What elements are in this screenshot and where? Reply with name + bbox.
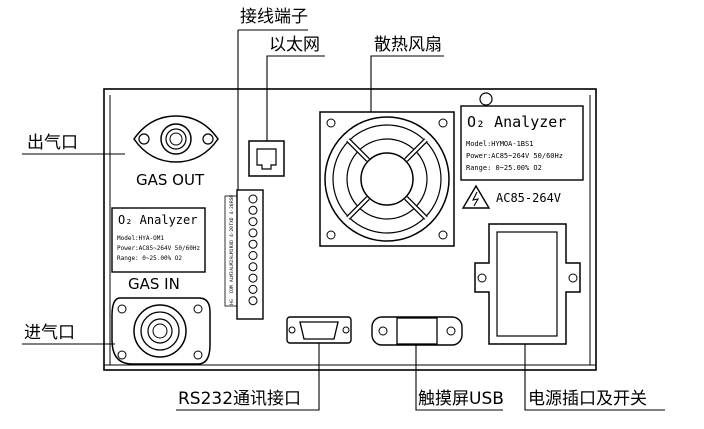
callout-gas-in: 进气口 <box>24 323 75 343</box>
gas-out-fitting <box>133 115 219 163</box>
enclosure <box>103 88 597 371</box>
terminal-tag: ALM1 <box>229 248 235 259</box>
main-label-range: Range: 0~25.00% O2 <box>466 164 542 172</box>
terminal-tag: RXD <box>229 240 235 248</box>
small-label-power: Power:AC85~264V 50/60Hz <box>117 245 200 252</box>
small-label-model: Model:HYA-OM1 <box>117 235 164 242</box>
terminal-tag: ALM2 <box>229 260 235 271</box>
terminal-tag: HG <box>229 299 235 305</box>
callout-rs232: RS232通讯接口 <box>178 389 301 409</box>
terminal-tag: 4-20 <box>229 203 235 214</box>
touch-usb-connector <box>371 316 463 346</box>
terminal-tag: RS0 <box>229 195 235 203</box>
terminal-tag: ALM3 <box>229 271 235 282</box>
small-label-range: Range: 0~25.00% O2 <box>117 255 182 262</box>
power-inlet-switch <box>474 223 581 345</box>
small-label-title: O₂ Analyzer <box>118 213 197 227</box>
terminal-screw <box>248 194 258 204</box>
main-label-model: Model:HYMOA-1BS1 <box>466 140 533 148</box>
gas-in-label: GAS IN <box>128 275 180 293</box>
callout-touch-usb: 触摸屏USB <box>418 389 504 409</box>
cooling-fan <box>319 111 455 247</box>
gas-in-fitting <box>111 297 211 365</box>
terminal-tag: TXD <box>229 217 235 225</box>
callout-gas-out: 出气口 <box>27 133 78 153</box>
main-label-power: Power:AC85~264V 50/60Hz <box>466 152 563 160</box>
callout-fan: 散热风扇 <box>374 35 442 55</box>
high-voltage-warning-icon <box>461 184 491 209</box>
terminal-screw <box>248 284 258 294</box>
terminal-screw <box>248 228 258 238</box>
terminal-screw <box>248 217 258 227</box>
main-label-plate: O₂ Analyzer Model:HYMOA-1BS1 Power:AC85~… <box>460 105 584 181</box>
callout-terminal: 接线端子 <box>240 7 308 27</box>
main-label-title: O₂ Analyzer <box>467 113 566 131</box>
terminal-tag: 4-20 <box>229 226 235 237</box>
terminal-screw <box>248 262 258 272</box>
terminal-screw <box>248 296 258 306</box>
terminal-screw <box>248 273 258 283</box>
terminal-screw <box>248 205 258 215</box>
gas-out-label: GAS OUT <box>136 171 205 189</box>
ethernet-port <box>248 140 285 177</box>
leader-lines <box>22 29 665 411</box>
voltage-warning-text: AC85-264V <box>496 191 561 205</box>
small-label-plate: O₂ Analyzer Model:HYA-OM1 Power:AC85~264… <box>111 207 206 273</box>
terminal-screw <box>248 251 258 260</box>
terminal-screw <box>248 239 258 249</box>
terminal-tag: COM <box>229 285 235 293</box>
rs232-connector <box>286 316 352 344</box>
callout-ethernet: 以太网 <box>269 35 320 55</box>
callout-power: 电源插口及开关 <box>528 389 647 409</box>
